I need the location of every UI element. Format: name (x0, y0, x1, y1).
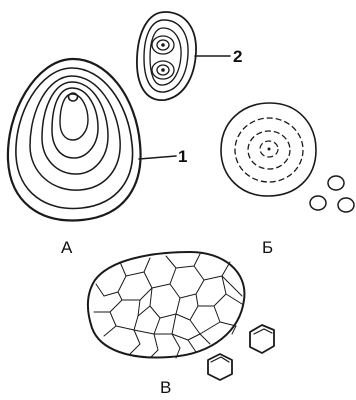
figure-v-crystal-1-facet (254, 329, 272, 334)
figure-v-outer-boundary (88, 252, 245, 358)
figure-v-mosaic-grain (88, 252, 274, 380)
figure-2-upper-center (161, 43, 165, 47)
figure-a-label: А (61, 238, 73, 257)
figure-v-label: В (160, 378, 171, 397)
figure-2-lower-center (161, 68, 165, 72)
callout-1-label: 1 (178, 147, 187, 166)
figure-v-crystal-1 (250, 325, 274, 353)
callout-2: 2 (195, 47, 242, 66)
figure-a-layer-5 (52, 88, 98, 158)
figure-2-twin-grain (137, 12, 196, 100)
figure-b-label: Б (262, 238, 273, 257)
figure-b-center (268, 148, 271, 151)
figure-b-small-grain-1 (328, 176, 344, 190)
figure-v-cell-network (94, 254, 242, 358)
figure-b-dashed-grain (221, 103, 354, 212)
callout-2-label: 2 (233, 47, 242, 66)
figure-a-layer-2 (16, 68, 133, 209)
callout-1-leader-line (139, 156, 176, 159)
figure-b-small-grain-3 (338, 198, 354, 212)
figure-b-small-grain-2 (310, 196, 326, 210)
callout-1: 1 (139, 147, 187, 166)
figure-a-concentric-grain (8, 59, 141, 220)
figure-v-loose-crystals (208, 325, 274, 380)
